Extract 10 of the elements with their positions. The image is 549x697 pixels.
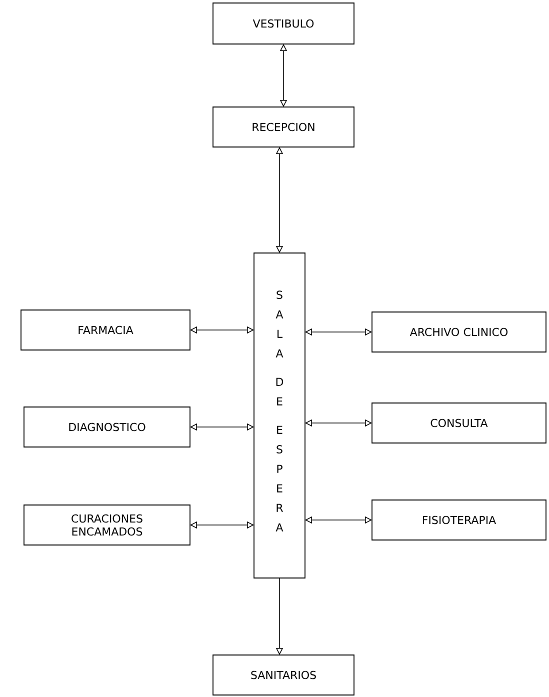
room-box: VESTIBULO — [212, 2, 354, 44]
room-box: SANITARIOS — [212, 654, 354, 696]
room-box: FARMACIA — [20, 310, 190, 350]
waiting-room-box: SALA DE ESPERA — [254, 252, 306, 578]
room-box: DIAGNOSTICO — [24, 406, 190, 448]
room-box: FISIOTERAPIA — [372, 500, 546, 540]
room-box: ARCHIVO CLINICO — [372, 312, 546, 352]
room-box: CURACIONES ENCAMADOS — [24, 504, 190, 546]
room-box: RECEPCION — [212, 106, 354, 148]
room-box: CONSULTA — [372, 402, 546, 444]
